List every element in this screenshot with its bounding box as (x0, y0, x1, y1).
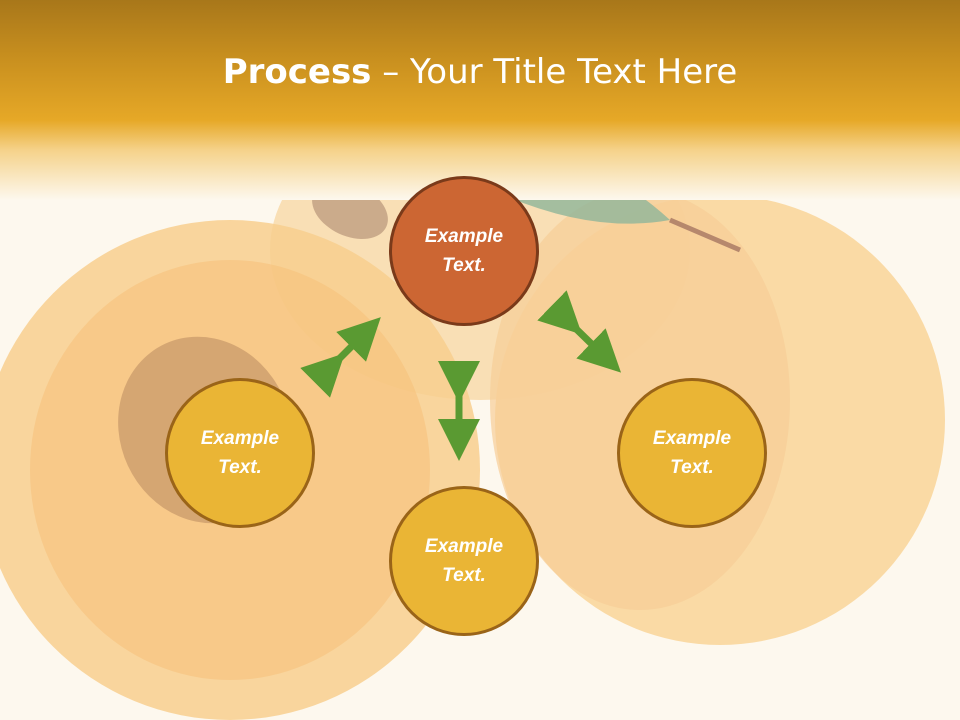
node-top: Example Text. (389, 176, 539, 326)
header-band (0, 0, 960, 200)
node-bottom: Example Text. (389, 486, 539, 636)
arrow-top-left (300, 317, 381, 398)
title-rest: – Your Title Text Here (371, 52, 738, 92)
title-bold: Process (222, 52, 372, 92)
node-right-label: Example Text. (652, 428, 732, 478)
slide-title: Process – Your Title Text Here (0, 52, 960, 92)
node-top-label: Example Text. (424, 226, 504, 276)
node-left-label: Example Text. (200, 428, 280, 478)
node-bottom-label: Example Text. (424, 536, 504, 586)
node-left: Example Text. (165, 378, 315, 528)
node-right: Example Text. (617, 378, 767, 528)
arrow-top-right (537, 290, 622, 373)
